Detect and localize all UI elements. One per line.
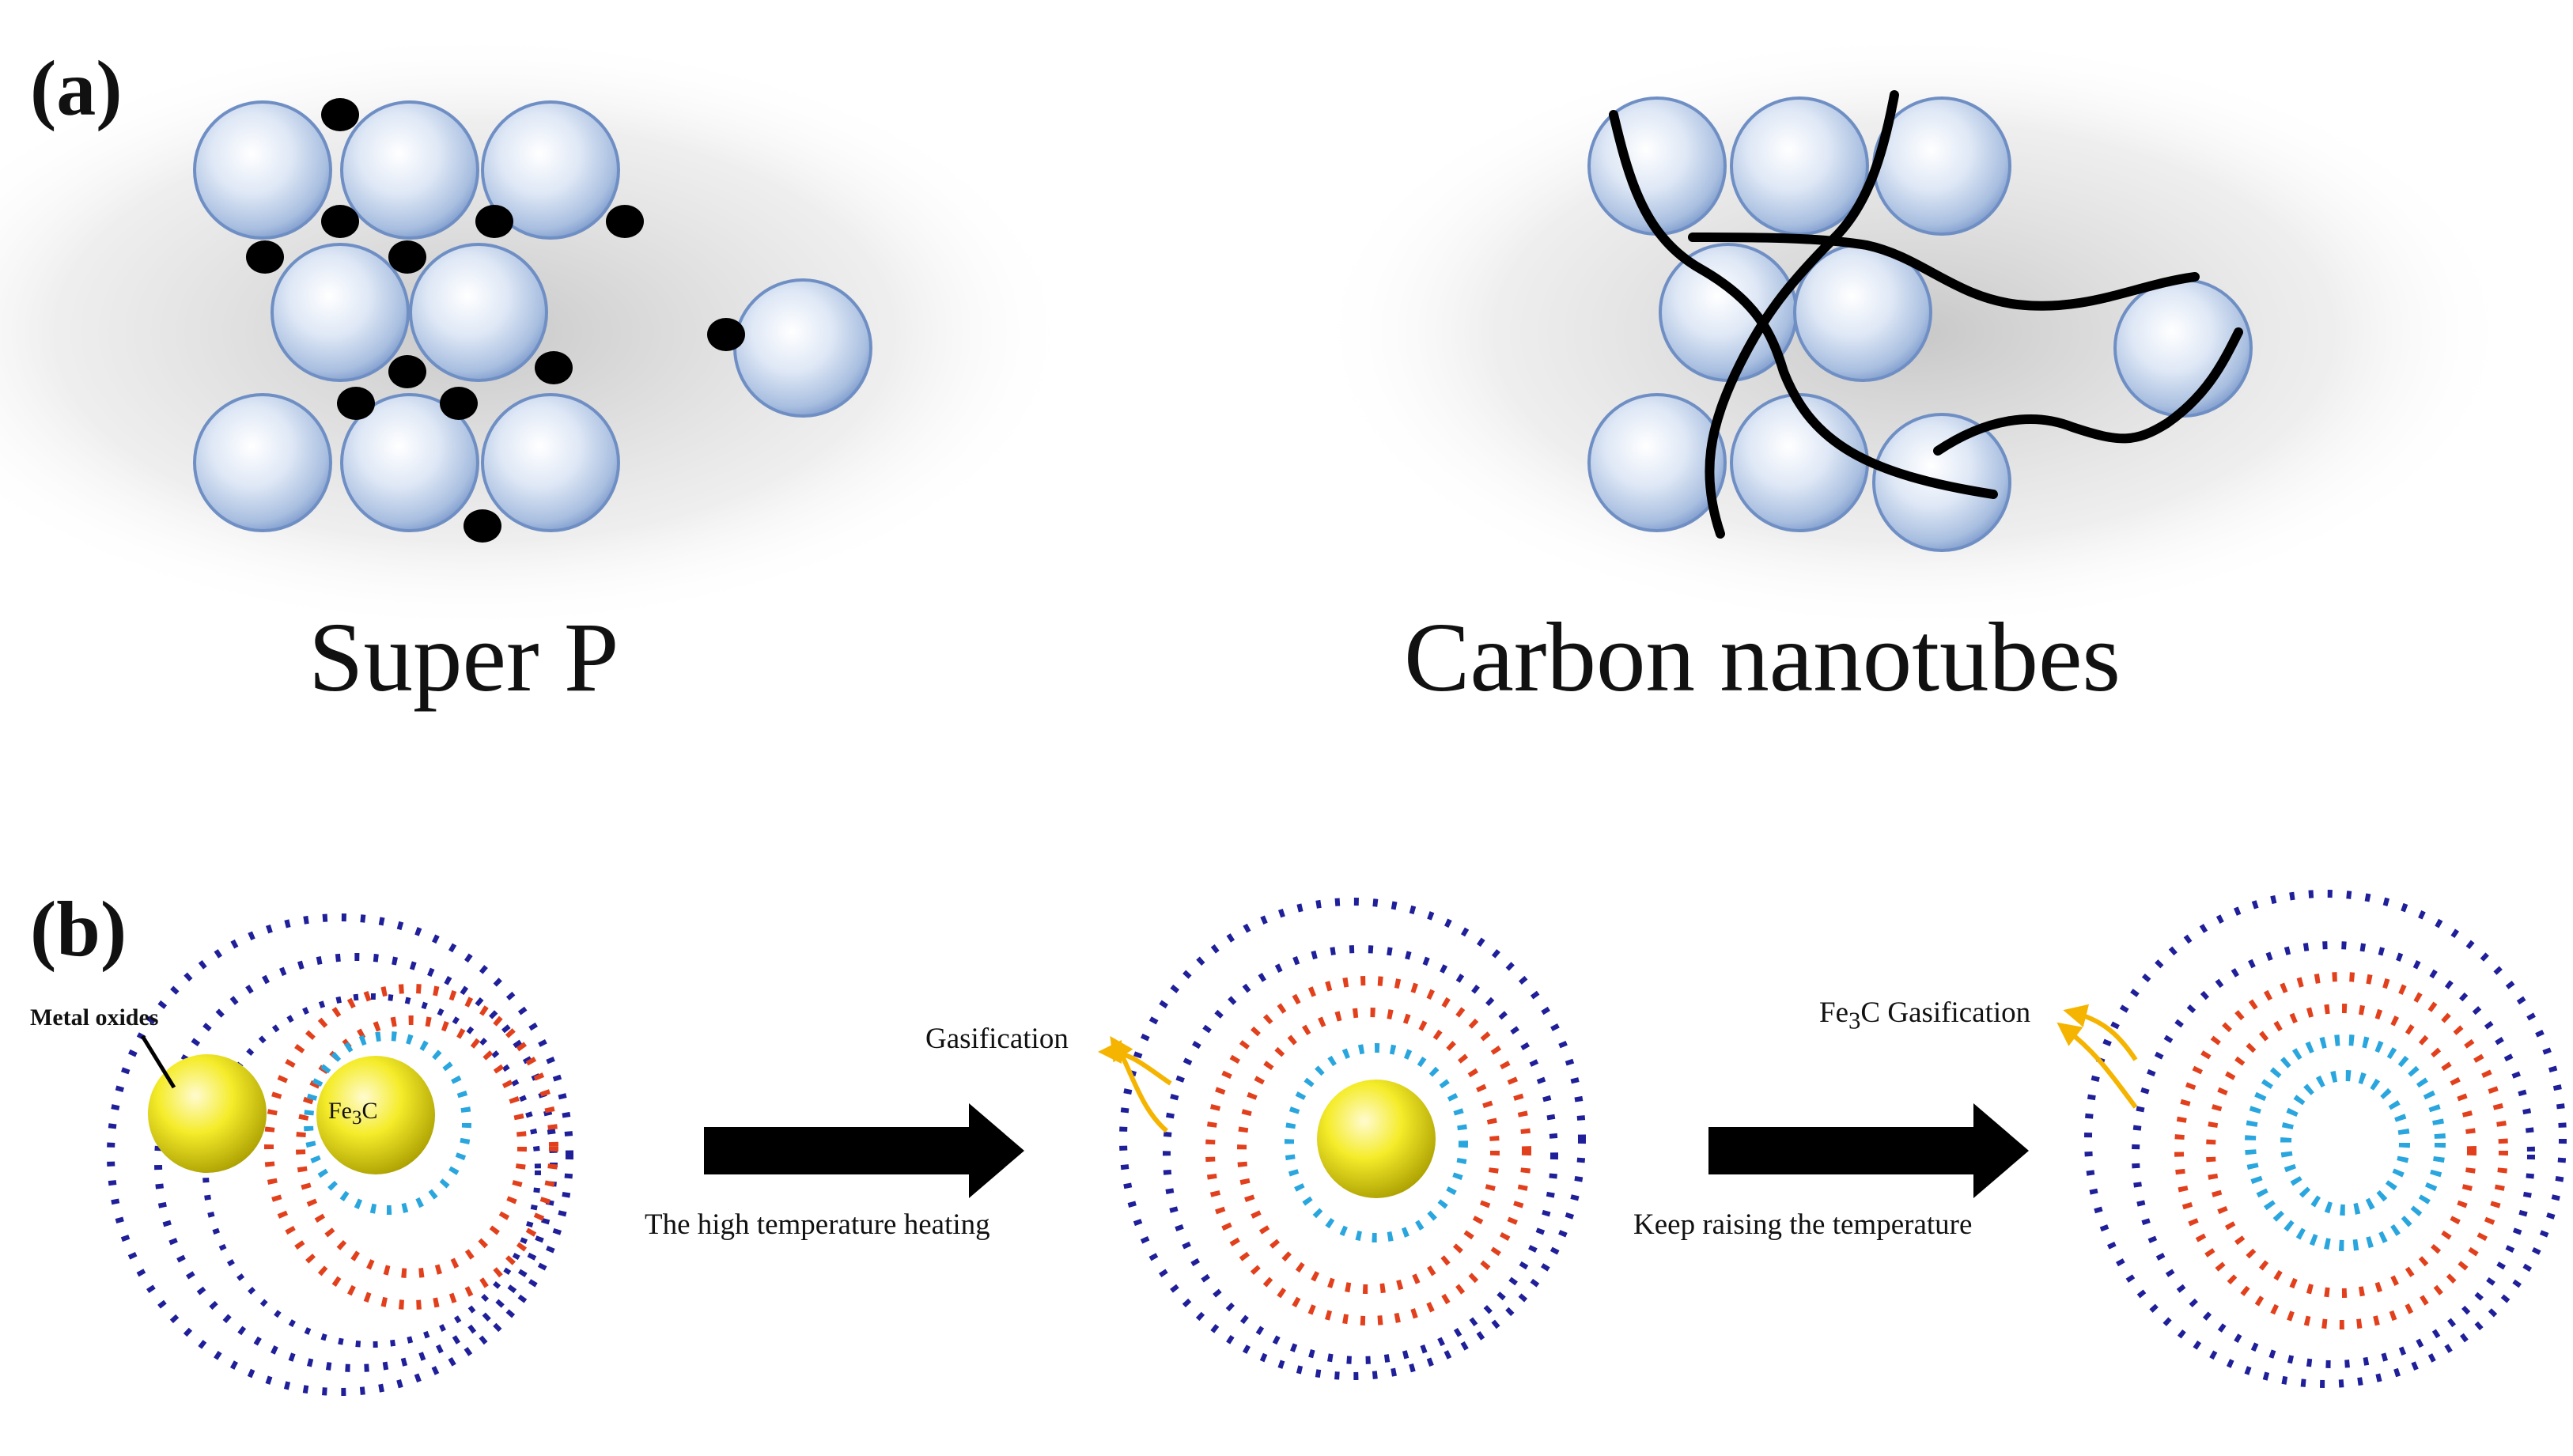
process-arrow-1 — [704, 1103, 1024, 1198]
carbon-dot — [388, 355, 426, 388]
middle-shell — [296, 1015, 527, 1278]
fe3c-core — [316, 1056, 435, 1174]
active-particle — [340, 100, 479, 240]
carbon-dot — [337, 387, 375, 420]
active-particle — [1587, 96, 1727, 236]
carbon-dot — [475, 205, 513, 238]
carbon-dot — [535, 351, 573, 384]
metal-oxides-pointer — [140, 1034, 176, 1089]
active-particle — [481, 100, 620, 240]
active-particle — [1730, 96, 1869, 236]
nanotube — [1609, 110, 1998, 499]
fe3c-core — [1317, 1080, 1436, 1198]
outer-shell — [1163, 945, 1558, 1364]
inner-shell — [1285, 1043, 1468, 1242]
process-arrow-2 — [1708, 1103, 2029, 1198]
nanotube — [1688, 233, 2200, 311]
structure-2 — [1098, 898, 1586, 1380]
carbon-dot — [606, 205, 644, 238]
isolated-particle — [733, 278, 872, 418]
step1-caption: The high temperature heating — [645, 1208, 990, 1241]
outer-shell — [1119, 898, 1586, 1380]
active-particle — [409, 243, 548, 382]
active-particle — [340, 393, 479, 532]
inner-shell — [2245, 1034, 2446, 1251]
carbon-dot — [321, 98, 359, 131]
carbon-dot — [707, 318, 745, 351]
outer-shell — [2132, 941, 2535, 1368]
carbon-dot — [246, 240, 284, 274]
step2-caption: Keep raising the temperature — [1633, 1208, 1973, 1241]
outer-shell — [2084, 890, 2567, 1388]
fe3c-gasification-label: Fe3C Gasification — [1819, 997, 2031, 1034]
middle-shell — [1237, 1008, 1500, 1294]
structure-1 — [107, 913, 573, 1396]
active-particle — [1730, 393, 1869, 532]
nanotube — [1705, 90, 1899, 539]
carbon-dot — [388, 240, 426, 274]
middle-shell — [2206, 1004, 2477, 1298]
metal-oxide-sphere — [148, 1054, 267, 1173]
gas-arrow — [2057, 1022, 2138, 1109]
inner-shell — [2280, 1070, 2410, 1216]
super-p-carbon-dots — [246, 98, 745, 543]
panel-b-label: (b) — [30, 885, 127, 973]
fe3c-core-label: Fe3C — [328, 1098, 378, 1129]
outer-shell — [202, 993, 541, 1348]
middle-shell — [264, 984, 558, 1310]
gas-arrow — [1098, 1040, 1172, 1086]
active-particle — [193, 393, 332, 532]
active-particle — [271, 243, 410, 382]
middle-shell — [1205, 976, 1531, 1326]
carbon-dot — [321, 205, 359, 238]
inner-shell — [304, 1031, 471, 1215]
super-p-particles — [193, 100, 872, 532]
middle-shell — [2174, 972, 2508, 1329]
carbon-dot — [440, 387, 478, 420]
outer-shell — [107, 913, 573, 1396]
panel-a-label: (a) — [30, 44, 123, 132]
active-particle — [481, 393, 620, 532]
super-p-caption: Super P — [308, 603, 619, 713]
carbon-nanotubes-caption: Carbon nanotubes — [1404, 603, 2121, 713]
gas-arrow — [2063, 1004, 2138, 1061]
structure-3 — [2057, 890, 2567, 1388]
outer-shell — [154, 953, 558, 1372]
metal-oxides-label: Metal oxides — [30, 1004, 159, 1031]
active-particle — [193, 100, 332, 240]
active-particle — [1587, 393, 1727, 532]
nanotube — [1933, 327, 2243, 456]
gasification-label: Gasification — [925, 1023, 1069, 1055]
cnt-tubes — [1609, 90, 2243, 539]
carbon-dot — [464, 509, 501, 543]
